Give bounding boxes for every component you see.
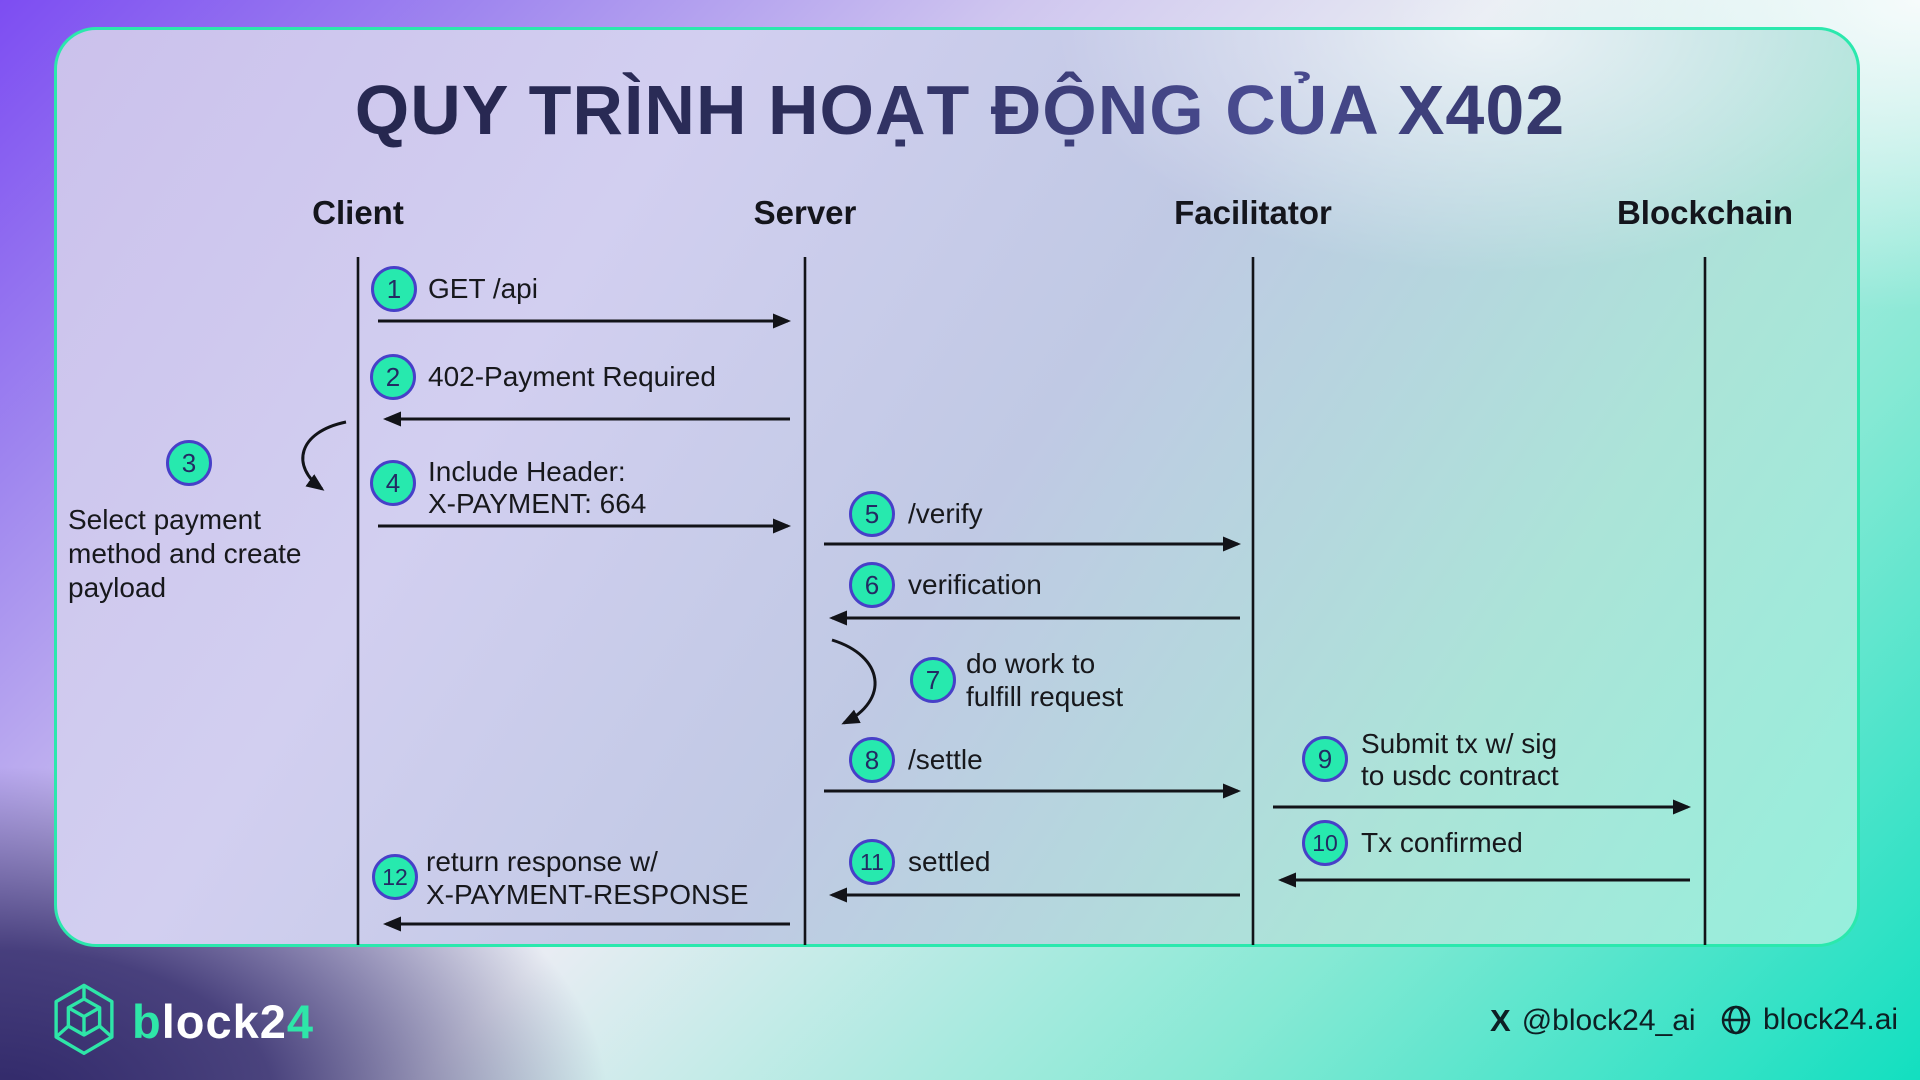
step-label-12-line1: return response w/ xyxy=(426,846,658,877)
block24-cube-logo-icon xyxy=(54,983,114,1056)
block24-wordmark: block24 xyxy=(132,994,314,1049)
wordmark-2: 2 xyxy=(259,995,287,1048)
x-handle-text: @block24_ai xyxy=(1521,1004,1696,1037)
wordmark-4: 4 xyxy=(286,995,315,1048)
step-label-7: do work to fulfill request xyxy=(966,647,1123,713)
step-badge-3: 3 xyxy=(166,440,212,486)
step-badge-1: 1 xyxy=(371,266,417,312)
step-label-6: verification xyxy=(908,568,1042,601)
wordmark-b: b xyxy=(132,995,162,1048)
step-label-3-line2: method and create xyxy=(68,538,302,569)
lane-header-client: Client xyxy=(312,194,404,231)
diagram-card xyxy=(54,27,1860,947)
step-label-4: Include Header: X-PAYMENT: 664 xyxy=(428,456,646,520)
step-label-6-line1: verification xyxy=(908,569,1042,600)
wordmark-lock: lock xyxy=(161,995,260,1048)
step-label-2: 402-Payment Required xyxy=(428,360,716,393)
step-label-2-line1: 402-Payment Required xyxy=(428,361,716,392)
step-label-12-line2: X-PAYMENT-RESPONSE xyxy=(426,879,749,910)
step-badge-7: 7 xyxy=(910,657,956,703)
page-title: QUY TRÌNH HOẠT ĐỘNG CỦA X402 xyxy=(0,70,1920,150)
step-badge-2: 2 xyxy=(370,354,416,400)
step-badge-9: 9 xyxy=(1302,736,1348,782)
step-label-5: /verify xyxy=(908,497,983,530)
step-label-1-line1: GET /api xyxy=(428,273,538,304)
lane-header-server: Server xyxy=(753,194,857,231)
step-badge-4: 4 xyxy=(370,460,416,506)
lane-header-facilitator: Facilitator xyxy=(1174,194,1332,231)
step-label-9: Submit tx w/ sig to usdc contract xyxy=(1361,728,1559,792)
step-label-12: return response w/ X-PAYMENT-RESPONSE xyxy=(426,845,749,911)
x-social-item: X @block24_ai xyxy=(1490,1003,1696,1039)
step-label-11: settled xyxy=(908,845,991,878)
step-badge-5: 5 xyxy=(849,491,895,537)
step-label-3-line1: Select payment xyxy=(68,504,261,535)
step-label-5-line1: /verify xyxy=(908,498,983,529)
step-label-4-line2: X-PAYMENT: 664 xyxy=(428,488,647,519)
step-label-10-line1: Tx confirmed xyxy=(1361,827,1523,858)
step-label-9-line2: to usdc contract xyxy=(1361,760,1559,791)
step-badge-8: 8 xyxy=(849,737,895,783)
step-label-3: Select payment method and create payload xyxy=(68,503,302,605)
step-badge-12: 12 xyxy=(372,854,418,900)
lane-header-blockchain: Blockchain xyxy=(1616,194,1794,231)
step-badge-6: 6 xyxy=(849,562,895,608)
step-label-1: GET /api xyxy=(428,272,538,305)
step-label-7-line2: fulfill request xyxy=(966,681,1124,712)
step-badge-11: 11 xyxy=(849,839,895,885)
step-label-7-line1: do work to xyxy=(966,648,1096,679)
step-label-10: Tx confirmed xyxy=(1361,826,1523,859)
step-label-3-line3: payload xyxy=(68,572,167,603)
step-label-8: /settle xyxy=(908,743,983,776)
step-label-4-line1: Include Header: xyxy=(428,456,626,487)
step-badge-10: 10 xyxy=(1302,820,1348,866)
x-twitter-icon: X xyxy=(1490,1003,1511,1038)
website-text: block24.ai xyxy=(1763,1003,1899,1036)
step-label-8-line1: /settle xyxy=(908,744,983,775)
step-label-9-line1: Submit tx w/ sig xyxy=(1361,728,1558,759)
globe-icon xyxy=(1721,1005,1751,1035)
step-label-11-line1: settled xyxy=(908,846,991,877)
website-item: block24.ai xyxy=(1720,1003,1898,1037)
